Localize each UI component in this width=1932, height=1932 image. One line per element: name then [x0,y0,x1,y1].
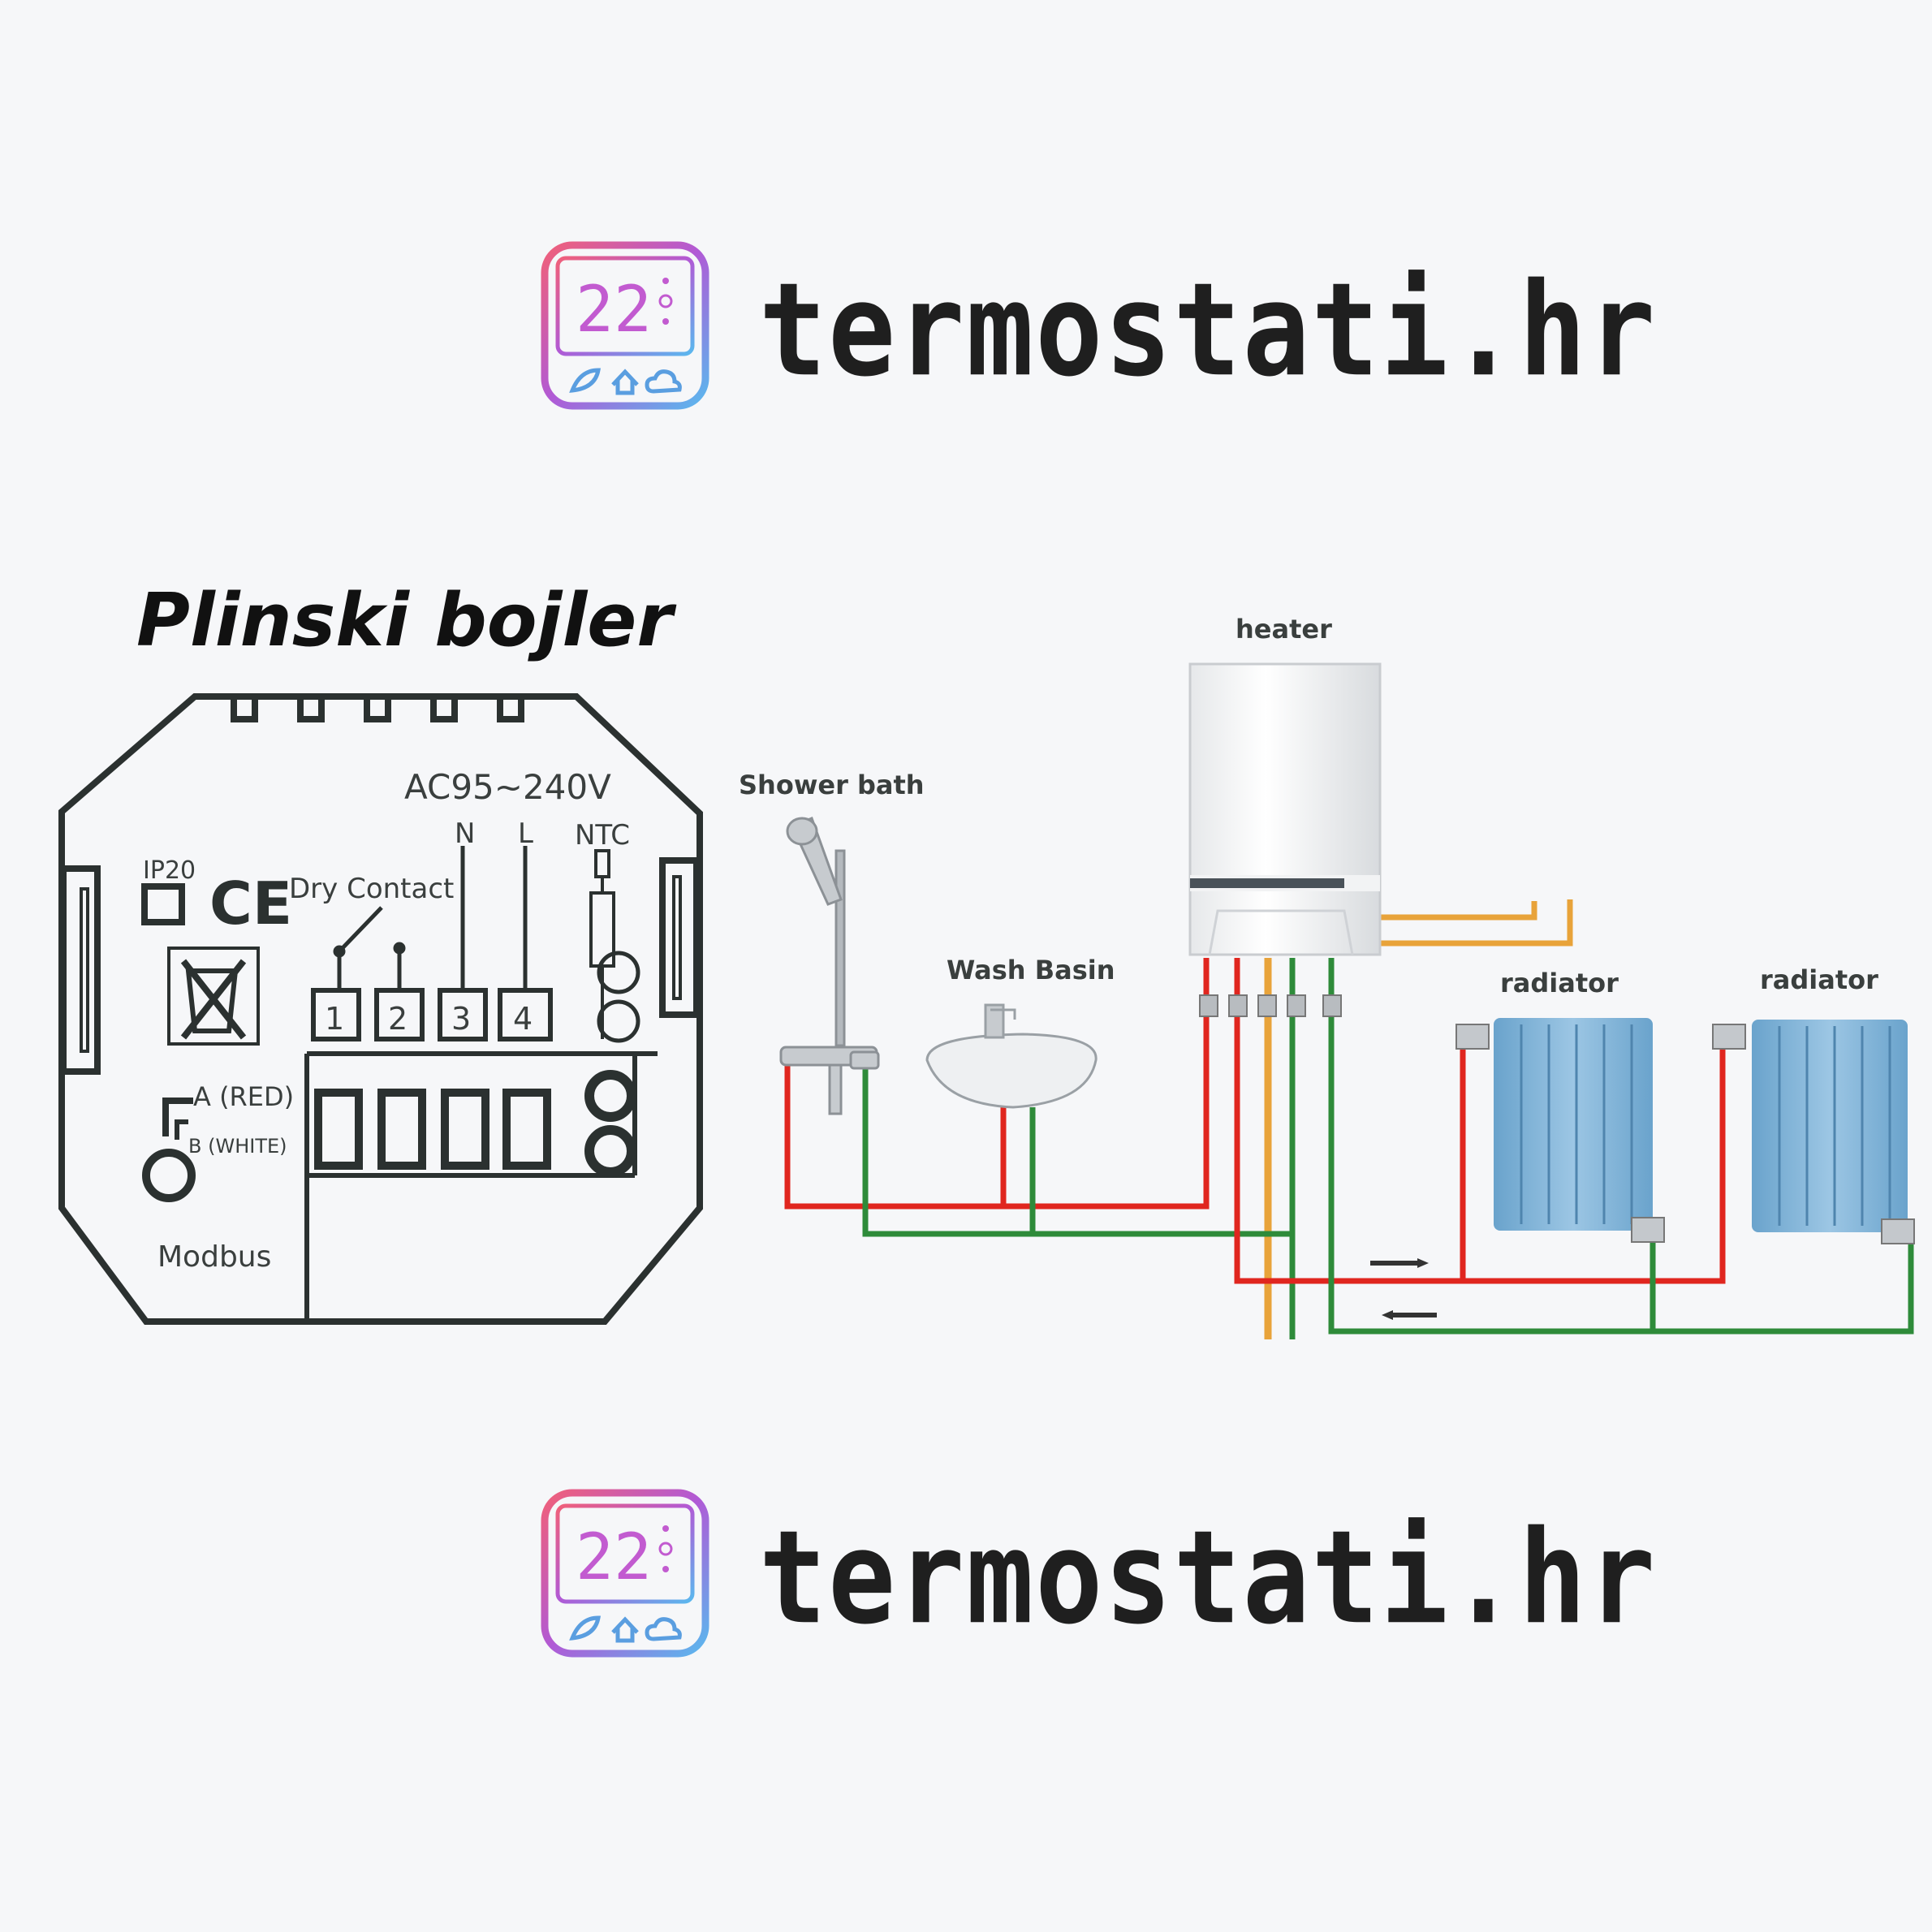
radiator-2 [1712,1020,1915,1244]
shower-fixture [779,817,880,1115]
voltage-label: AC95~240V [404,767,611,807]
radiator-1-label: radiator [1500,968,1619,998]
brand-header: 22 termostati.hr [0,240,1932,419]
thermostat-labels: AC95~240V N L NTC IP20 CE Dry Contact 1 … [143,767,630,1274]
heater-boiler [1188,662,1382,1017]
wash-basin-fixture [925,1003,1098,1109]
terminal-n-label: N [455,817,475,850]
ntc-label: NTC [575,819,630,852]
shower-label: Shower bath [739,770,925,800]
thermostat-logo-icon: 22 [541,1489,709,1658]
terminal-l-label: L [518,817,533,850]
brand-name: termostati.hr [759,255,1658,406]
radiator-2-label: radiator [1760,964,1878,995]
thermostat-back-panel [58,693,703,1325]
terminal-2-label: 2 [388,1001,408,1037]
brand-footer: 22 termostati.hr [0,1488,1932,1667]
system-labels: heater Shower bath Wash Basin radiator r… [739,614,1878,998]
modbus-label: Modbus [157,1240,271,1274]
ce-mark: CE [209,869,292,938]
brand-name: termostati.hr [759,1503,1658,1654]
logo-number: 22 [576,1521,652,1594]
basin-label: Wash Basin [947,955,1115,985]
terminal-4-label: 4 [513,1001,533,1037]
dry-contact-label: Dry Contact [289,873,454,905]
thermostat-logo-icon: 22 [541,241,709,410]
logo-number: 22 [576,274,652,347]
terminal-1-label: 1 [325,1001,344,1037]
diagram-title: Plinski bojler [136,578,673,663]
wire-a-label: A (RED) [193,1081,294,1112]
ip-rating-label: IP20 [143,856,196,885]
radiator-1 [1455,1018,1665,1243]
heater-label: heater [1236,614,1332,645]
wire-b-label: B (WHITE) [188,1135,287,1158]
terminal-3-label: 3 [451,1001,471,1037]
